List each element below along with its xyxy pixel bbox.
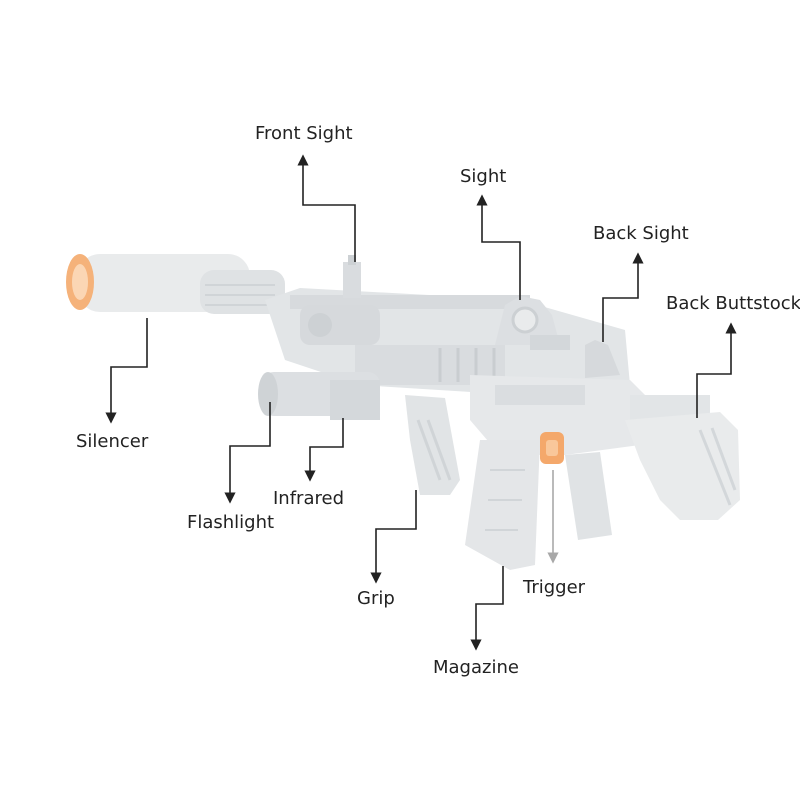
grip-part <box>405 395 460 495</box>
label-flashlight: Flashlight <box>187 512 275 533</box>
silencer-leader <box>105 318 148 424</box>
label-grip: Grip <box>357 588 395 609</box>
label-front-sight: Front Sight <box>255 123 353 144</box>
label-infrared: Infrared <box>273 488 344 509</box>
sight-part <box>495 296 570 350</box>
label-back-buttstock: Back Buttstock <box>666 293 800 314</box>
flashlight-leader <box>224 402 271 504</box>
infrared-leader <box>304 418 344 482</box>
grip-leader <box>370 490 417 584</box>
back-buttstock-leader <box>696 322 737 418</box>
front-sight-part <box>343 255 361 298</box>
sight-leader <box>476 194 521 300</box>
label-sight: Sight <box>460 166 507 187</box>
magazine-leader <box>470 566 504 651</box>
back-sight-part <box>585 340 620 378</box>
leader-lines <box>105 154 737 651</box>
magazine-part <box>465 440 540 570</box>
label-silencer: Silencer <box>76 431 149 452</box>
label-trigger: Trigger <box>523 577 586 598</box>
label-back-sight: Back Sight <box>593 223 689 244</box>
pistol-grip-part <box>565 452 612 540</box>
label-magazine: Magazine <box>433 657 519 678</box>
lower-receiver <box>470 375 645 455</box>
trigger-part <box>540 432 564 464</box>
back-sight-leader <box>602 252 644 342</box>
silencer-part <box>66 254 285 314</box>
buttstock-part <box>625 395 740 520</box>
flashlight-part <box>258 372 380 420</box>
rifle-illustration <box>66 254 740 570</box>
front-sight-leader <box>297 154 356 262</box>
